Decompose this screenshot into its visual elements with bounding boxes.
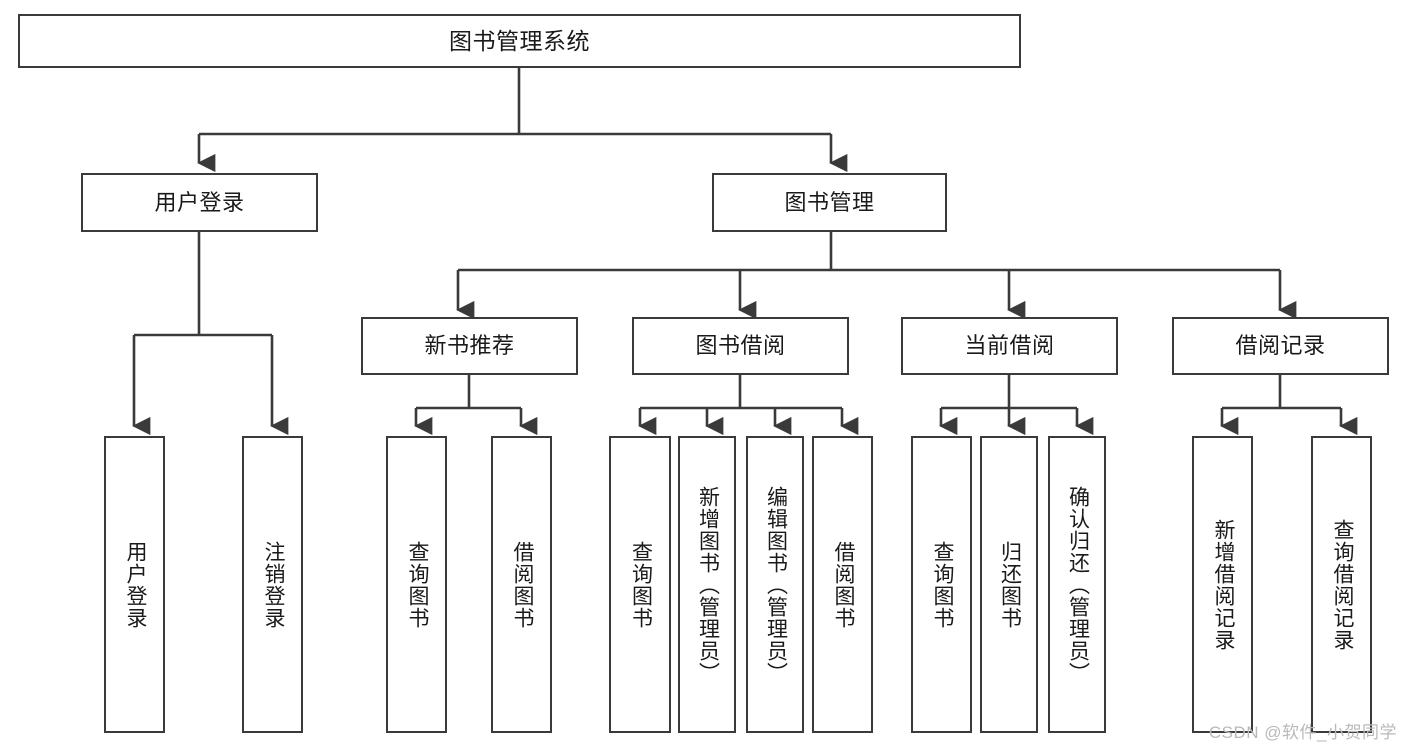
node-label: 借阅记录 <box>1235 333 1326 359</box>
node-label: 查询借阅记录 <box>1330 518 1354 651</box>
node-label: 图书借阅 <box>695 333 786 359</box>
node-label: 图书管理 <box>784 189 875 215</box>
node-label: 用户登录 <box>123 540 147 629</box>
node-label: 查询图书 <box>930 540 954 629</box>
leaf-edit-book-admin[interactable]: 编辑图书（管理员） <box>746 436 804 733</box>
leaf-user-login[interactable]: 用户登录 <box>104 436 165 733</box>
leaf-query-book-current[interactable]: 查询图书 <box>911 436 972 733</box>
leaf-add-borrow-record[interactable]: 新增借阅记录 <box>1192 436 1253 733</box>
node-label: 借阅图书 <box>510 540 534 629</box>
node-new-book-recommend[interactable]: 新书推荐 <box>361 317 578 375</box>
node-label: 查询图书 <box>629 540 653 629</box>
node-label: 图书管理系统 <box>449 27 590 54</box>
leaf-query-book-borrow[interactable]: 查询图书 <box>609 436 671 733</box>
node-label: 编辑图书（管理员） <box>764 485 788 684</box>
watermark: CSDN @软件_小贺同学 <box>1208 723 1397 742</box>
node-label: 新增图书（管理员） <box>696 485 720 684</box>
node-label: 查询图书 <box>405 540 429 629</box>
leaf-borrow-book-recommend[interactable]: 借阅图书 <box>491 436 552 733</box>
node-label: 归还图书 <box>998 540 1022 629</box>
node-label: 当前借阅 <box>964 333 1055 359</box>
node-borrow-records[interactable]: 借阅记录 <box>1172 317 1389 375</box>
node-current-borrow[interactable]: 当前借阅 <box>901 317 1118 375</box>
node-user-login[interactable]: 用户登录 <box>81 173 318 232</box>
node-root-library-system[interactable]: 图书管理系统 <box>18 14 1021 68</box>
node-label: 新增借阅记录 <box>1211 518 1235 651</box>
node-label: 确认归还（管理员） <box>1066 485 1090 684</box>
node-label: 借阅图书 <box>831 540 855 629</box>
leaf-add-book-admin[interactable]: 新增图书（管理员） <box>678 436 736 733</box>
leaf-return-book[interactable]: 归还图书 <box>980 436 1038 733</box>
node-label: 新书推荐 <box>424 333 515 359</box>
leaf-logout[interactable]: 注销登录 <box>242 436 303 733</box>
leaf-confirm-return-admin[interactable]: 确认归还（管理员） <box>1048 436 1106 733</box>
leaf-query-borrow-record[interactable]: 查询借阅记录 <box>1311 436 1372 733</box>
node-book-borrow[interactable]: 图书借阅 <box>632 317 849 375</box>
node-label: 注销登录 <box>261 540 285 629</box>
leaf-query-book-recommend[interactable]: 查询图书 <box>386 436 447 733</box>
leaf-borrow-book[interactable]: 借阅图书 <box>812 436 873 733</box>
node-book-management[interactable]: 图书管理 <box>712 173 947 232</box>
node-label: 用户登录 <box>154 189 245 215</box>
